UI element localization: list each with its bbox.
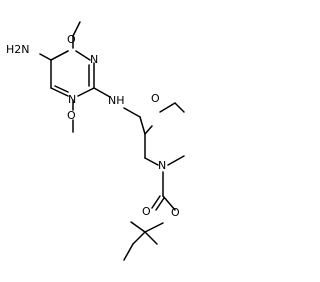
ester-oxygen-label: O: [142, 205, 151, 218]
amine-label: H2N: [6, 43, 30, 56]
methoxy-oxygen-top-label: O: [67, 33, 76, 46]
methoxy-oxygen-bottom-label: O: [67, 109, 76, 122]
ring-nitrogen-top-label: N: [90, 53, 98, 66]
boc-group: [123, 171, 176, 261]
ring-nitrogen-bottom-label: N: [68, 93, 76, 106]
pyrimidine-ring: [50, 50, 95, 97]
morpholine-oxygen-label: O: [151, 92, 160, 105]
morpholine-ring: [144, 102, 185, 166]
substituent-bonds: [39, 21, 146, 135]
linker-nh-label: NH: [108, 94, 125, 107]
morpholine-nitrogen-label: N: [158, 159, 166, 172]
structure-diagram: H2N N N O O NH O N O O: [6, 21, 185, 261]
carbonyl-oxygen-label: O: [171, 206, 180, 219]
